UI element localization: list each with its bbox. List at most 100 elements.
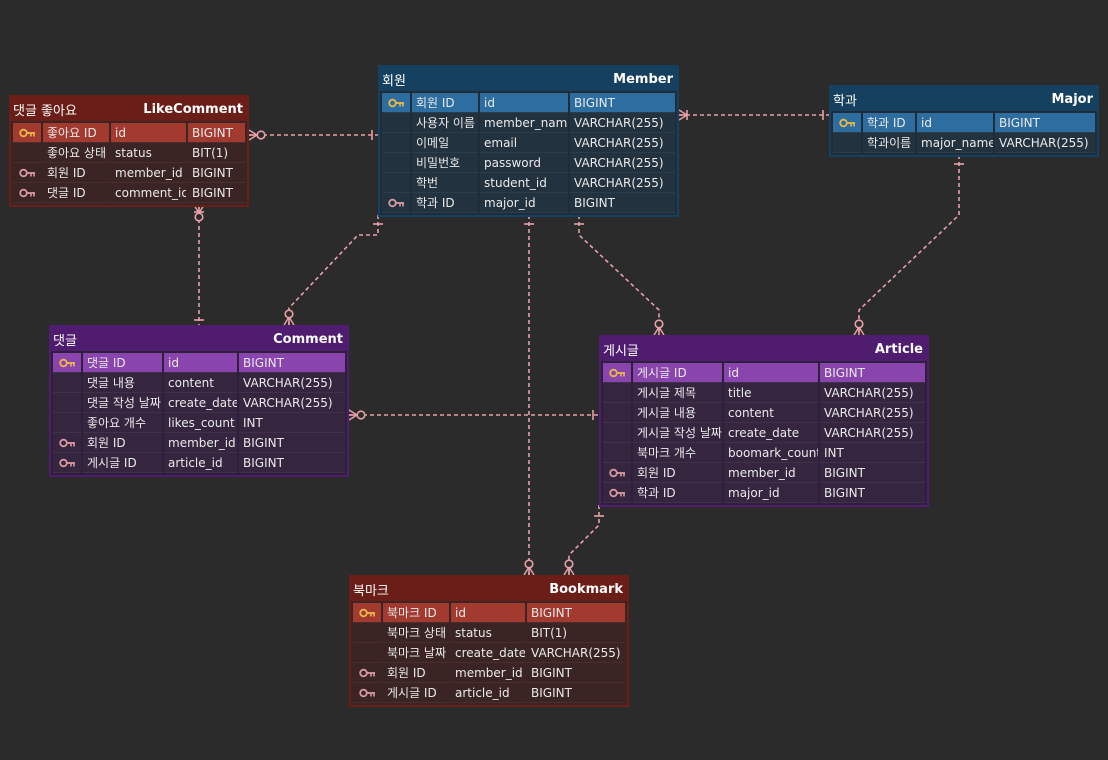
column-name: member_id	[111, 163, 186, 183]
key-slot	[353, 643, 381, 663]
relationship-line	[578, 215, 660, 335]
column-type: BIGINT	[570, 93, 675, 113]
cardinality-zero-mark	[654, 319, 664, 329]
relationship-line	[858, 155, 960, 335]
cardinality-zero-mark	[854, 319, 864, 329]
foreign-key-icon	[382, 193, 410, 213]
key-slot	[382, 133, 410, 153]
column-label: 비밀번호	[412, 153, 478, 173]
table-english-name: Major	[1051, 91, 1093, 107]
foreign-key-icon	[13, 183, 41, 203]
column-type: VARCHAR(255)	[570, 173, 675, 193]
column-label: 댓글 작성 날짜	[83, 393, 162, 413]
cardinality-many-mark	[853, 326, 865, 336]
column-label: 댓글 내용	[83, 373, 162, 393]
primary-key-icon	[13, 123, 41, 143]
column-type: VARCHAR(255)	[239, 373, 345, 393]
column-label: 회원 ID	[383, 663, 449, 683]
column-type: INT	[239, 413, 345, 433]
column-name: major_id	[724, 483, 818, 503]
column-label: 학과이름	[863, 133, 915, 153]
table-korean-name: 회원	[382, 73, 406, 89]
column-type: INT	[820, 443, 925, 463]
table-korean-name: 학과	[833, 93, 857, 109]
cardinality-zero-mark	[256, 130, 266, 140]
column-name: id	[111, 123, 186, 143]
column-type: VARCHAR(255)	[527, 643, 625, 663]
cardinality-zero-mark	[194, 212, 204, 222]
column-label: 회원 ID	[633, 463, 722, 483]
column-type: BIGINT	[188, 163, 245, 183]
column-name: member_name	[480, 113, 568, 133]
foreign-key-icon	[53, 433, 81, 453]
column-type: BIGINT	[188, 123, 245, 143]
column-label: 사용자 이름	[412, 113, 478, 133]
cardinality-zero-mark	[356, 410, 366, 420]
column-label: 댓글 ID	[83, 353, 162, 373]
column-type: BIGINT	[239, 353, 345, 373]
table-header: 학과 Major	[831, 87, 1097, 111]
table-korean-name: 댓글 좋아요	[13, 103, 77, 119]
primary-key-icon	[603, 363, 631, 383]
column-type: VARCHAR(255)	[570, 113, 675, 133]
table-header: 게시글 Article	[601, 337, 927, 361]
column-name: member_id	[724, 463, 818, 483]
primary-key-icon	[382, 93, 410, 113]
column-label: 이메일	[412, 133, 478, 153]
foreign-key-icon	[603, 483, 631, 503]
key-slot	[603, 383, 631, 403]
table-header: 북마크 Bookmark	[351, 577, 627, 601]
key-slot	[833, 133, 861, 153]
column-type: BIGINT	[820, 463, 925, 483]
column-name: create_date	[451, 643, 525, 663]
column-name: article_id	[451, 683, 525, 703]
column-label: 게시글 내용	[633, 403, 722, 423]
key-slot	[53, 413, 81, 433]
column-label: 게시글 ID	[383, 683, 449, 703]
column-name: id	[164, 353, 237, 373]
cardinality-many-mark	[248, 129, 258, 141]
foreign-key-icon	[53, 453, 81, 473]
column-name: status	[451, 623, 525, 643]
column-type: BIT(1)	[188, 143, 245, 163]
column-label: 회원 ID	[83, 433, 162, 453]
foreign-key-icon	[13, 163, 41, 183]
